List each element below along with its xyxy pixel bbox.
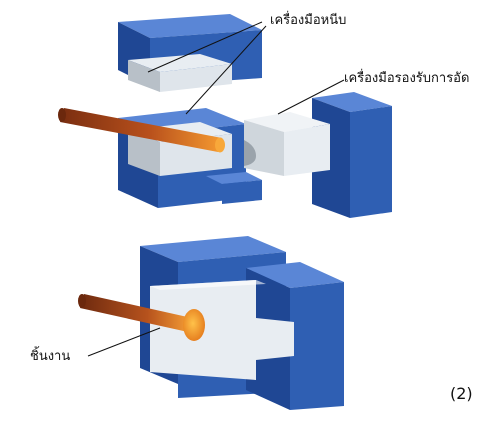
support-tool-block <box>244 92 392 218</box>
leader-workpiece <box>87 327 161 357</box>
label-support-tool: เครื่องมือรองรับการอัด <box>344 71 470 86</box>
upper-clamp-block <box>118 14 262 92</box>
label-clamp-tool: เครื่องมือหนีบ <box>270 13 347 28</box>
workpiece-rod-top <box>58 108 225 153</box>
support-insert <box>284 124 330 176</box>
leader-clamp-lower <box>185 25 267 115</box>
upper-clamp-insert <box>128 54 232 72</box>
workpiece-rod-bottom <box>78 294 205 341</box>
leader-lines <box>87 21 345 357</box>
closed-die-insert <box>150 280 294 380</box>
label-workpiece: ชิ้นงาน <box>30 349 71 364</box>
figure-number: (2) <box>450 384 473 403</box>
leader-support <box>277 79 345 115</box>
leader-clamp-upper <box>147 21 263 73</box>
upset-head <box>183 309 205 341</box>
